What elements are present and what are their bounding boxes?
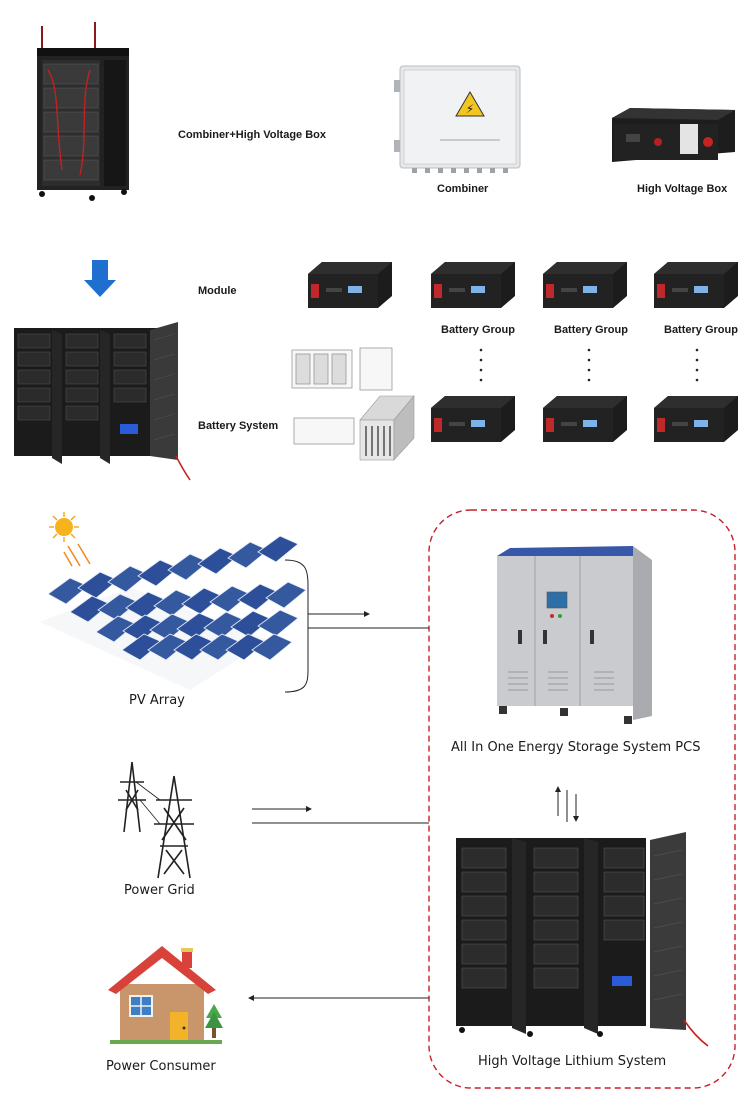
hv-lithium-label: High Voltage Lithium System xyxy=(478,1054,667,1069)
solar-panel xyxy=(257,609,299,637)
battery-module-7 xyxy=(654,396,738,442)
battery-module-5 xyxy=(431,396,515,442)
power-grid-label: Power Grid xyxy=(124,883,195,898)
battery-module-3 xyxy=(543,262,627,308)
battery-module-1 xyxy=(308,262,392,308)
pv-array-label: PV Array xyxy=(129,693,185,708)
module-label: Module xyxy=(198,285,237,297)
solar-panel xyxy=(257,535,299,563)
svg-text:⚡: ⚡ xyxy=(466,102,474,116)
combiner-label: Combiner xyxy=(437,183,489,195)
power-consumer-label: Power Consumer xyxy=(106,1059,216,1074)
battery-module-6 xyxy=(543,396,627,442)
solar-panel xyxy=(265,581,307,609)
pcs-label: All In One Energy Storage System PCS xyxy=(451,740,701,755)
battery-group-label-3: Battery Group xyxy=(664,324,738,336)
battery-group-label-1: Battery Group xyxy=(441,324,515,336)
battery-module-2 xyxy=(431,262,515,308)
battery-group-label-2: Battery Group xyxy=(554,324,628,336)
battery-system-label: Battery System xyxy=(198,420,279,432)
solar-panel xyxy=(251,633,293,661)
combiner-hv-box-label: Combiner+High Voltage Box xyxy=(178,129,327,141)
battery-module-4 xyxy=(654,262,738,308)
high-voltage-box-label: High Voltage Box xyxy=(637,183,728,195)
